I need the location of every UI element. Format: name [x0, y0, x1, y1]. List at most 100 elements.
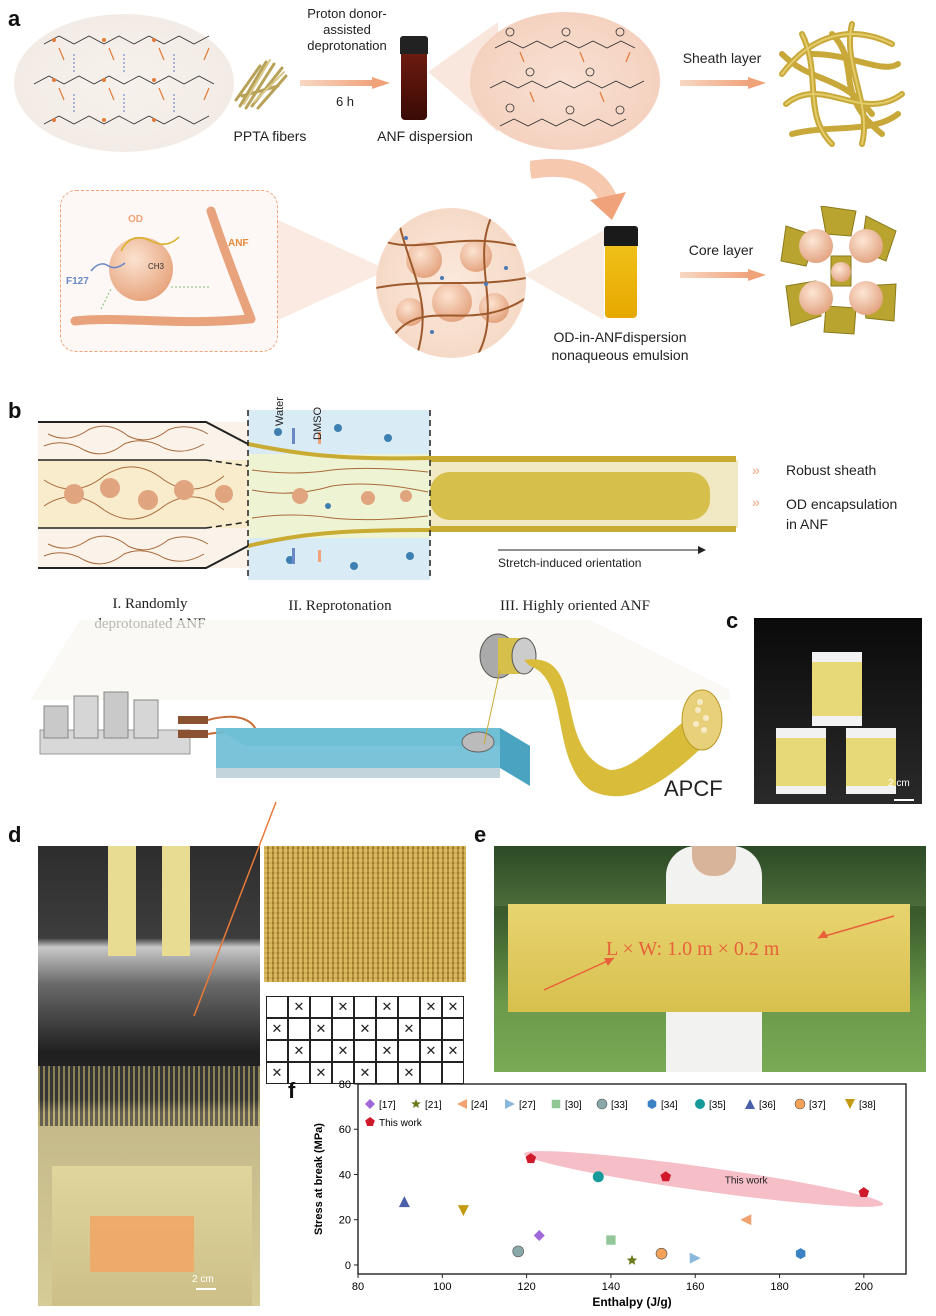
y-tick-label: 80: [339, 1080, 351, 1091]
panel-d-scale-label: 2 cm: [192, 1274, 214, 1285]
this-work-annotation: This work: [725, 1176, 769, 1187]
legend-label: [34]: [661, 1100, 678, 1111]
emulsion-droplet-network: [376, 208, 526, 358]
core-layer-label: Core layer: [688, 242, 754, 258]
x-tick-label: 160: [686, 1281, 704, 1293]
panel-label-e: e: [474, 822, 487, 847]
loom-photo: 2 cm: [38, 846, 260, 1306]
data-point: [398, 1196, 410, 1208]
sheath-layer-label: Sheath layer: [682, 50, 762, 66]
stretch-label: Stretch-induced orientation: [498, 556, 642, 570]
weave-pattern-grid: ✕✕✕✕✕ ✕✕✕✕ ✕✕✕✕✕ ✕✕✕✕: [266, 996, 466, 1088]
data-point: [512, 1245, 524, 1258]
data-point: [606, 1235, 616, 1245]
data-point: [533, 1230, 545, 1242]
panel-label-d: d: [8, 822, 22, 847]
y-tick-label: 0: [345, 1260, 351, 1272]
data-point: [740, 1214, 752, 1226]
legend-marker: [457, 1099, 467, 1109]
data-point: [457, 1205, 469, 1217]
x-tick-label: 80: [352, 1281, 364, 1293]
x-tick-label: 180: [770, 1281, 788, 1293]
zoom-cone-emulsion: [524, 220, 604, 330]
data-point: [858, 1187, 870, 1197]
panel-c-scale-label: 2 cm: [888, 778, 910, 789]
reaction-time-label: 6 h: [335, 94, 355, 109]
emulsion-caption: OD-in-ANFdispersion nonaqueous emulsion: [551, 329, 689, 363]
ppta-fibers-label: PPTA fibers: [233, 128, 307, 144]
fabric-size-label: L × W: 1.0 m × 0.2 m: [606, 938, 780, 960]
od-encapsulation-label: OD encapsulation in ANF: [786, 496, 898, 532]
x-axis-label: Enthalpy (J/g): [592, 1295, 671, 1309]
data-point: [525, 1153, 537, 1164]
legend-label: [35]: [709, 1100, 726, 1111]
legend-label: [38]: [859, 1100, 876, 1111]
apcf-label: APCF: [664, 776, 723, 801]
ppta-fibers-image: [232, 56, 292, 112]
panel-label-b: b: [8, 398, 22, 423]
panel-label-a: a: [8, 6, 21, 31]
f127-label: F127: [66, 276, 89, 287]
legend-marker: [845, 1099, 855, 1109]
curved-arrow-down: [528, 150, 630, 220]
deprotonation-arrow: [300, 76, 390, 89]
ch3-label: CH3: [148, 262, 165, 271]
legend-marker: [411, 1099, 421, 1108]
legend-marker: [505, 1099, 515, 1109]
legend-marker: [551, 1099, 561, 1109]
zoom-cone-middle: [278, 210, 388, 330]
legend-marker: [695, 1099, 705, 1109]
spinning-channel-diagram: [38, 410, 738, 580]
legend-marker: [365, 1099, 375, 1109]
legend-marker: [365, 1117, 375, 1126]
wet-spinning-setup: [30, 620, 750, 810]
x-tick-label: 200: [855, 1281, 873, 1293]
x-tick-label: 100: [433, 1281, 451, 1293]
stage-3-label: III. Highly oriented ANF: [500, 598, 650, 614]
robust-sheath-label: Robust sheath: [786, 462, 877, 478]
anf-dispersion-label: ANF dispersion: [377, 128, 473, 144]
core-arrow: [680, 268, 766, 281]
data-point: [795, 1248, 806, 1260]
legend-label: [37]: [809, 1100, 826, 1111]
legend-label: This work: [379, 1118, 423, 1129]
dmso-label: DMSO: [312, 407, 324, 440]
legend-marker: [596, 1098, 608, 1110]
sheath-fiber-network: [772, 14, 912, 156]
large-fabric-photo: L × W: 1.0 m × 0.2 m: [494, 846, 926, 1072]
deprotonated-anf-structure: [470, 12, 660, 150]
legend-marker: [794, 1098, 806, 1110]
legend-label: [36]: [759, 1100, 776, 1111]
data-point: [689, 1252, 701, 1264]
core-structure: [776, 205, 906, 336]
fabric-closeup-photo: [264, 846, 466, 982]
ppta-molecular-structure: [14, 14, 234, 152]
fabric-zoom-line: [190, 800, 280, 1020]
robust-sheath-marker: »: [752, 462, 760, 478]
panel-label-f: f: [288, 1078, 296, 1103]
panel-label-c: c: [726, 608, 739, 633]
sheath-arrow: [680, 76, 766, 89]
anf-label: ANF: [228, 238, 249, 249]
legend-label: [27]: [519, 1100, 536, 1111]
legend-label: [24]: [471, 1100, 488, 1111]
x-tick-label: 120: [517, 1281, 535, 1293]
x-tick-label: 140: [602, 1281, 620, 1293]
data-point: [626, 1254, 638, 1265]
data-point: [655, 1247, 668, 1260]
data-point: [592, 1171, 604, 1183]
stage-2-label: II. Reprotonation: [288, 598, 392, 614]
legend-marker: [647, 1099, 657, 1109]
anf-dispersion-vial: [400, 36, 428, 120]
y-tick-label: 60: [339, 1124, 351, 1136]
enthalpy-stress-chart: This work 80 100 120 140 160 180 200 0 20 40 60 80En…: [313, 1080, 907, 1309]
emulsion-vial: [604, 226, 638, 318]
od-encapsulation-marker: »: [752, 494, 760, 510]
legend-label: [30]: [565, 1100, 582, 1111]
deprotonation-step-label: Proton donor- assisted deprotonation: [307, 6, 387, 53]
y-tick-label: 20: [339, 1215, 351, 1227]
y-tick-label: 40: [339, 1169, 351, 1181]
legend-label: [17]: [379, 1100, 396, 1111]
water-label: Water: [274, 397, 286, 426]
this-work-ellipse-fill: [524, 1151, 884, 1207]
